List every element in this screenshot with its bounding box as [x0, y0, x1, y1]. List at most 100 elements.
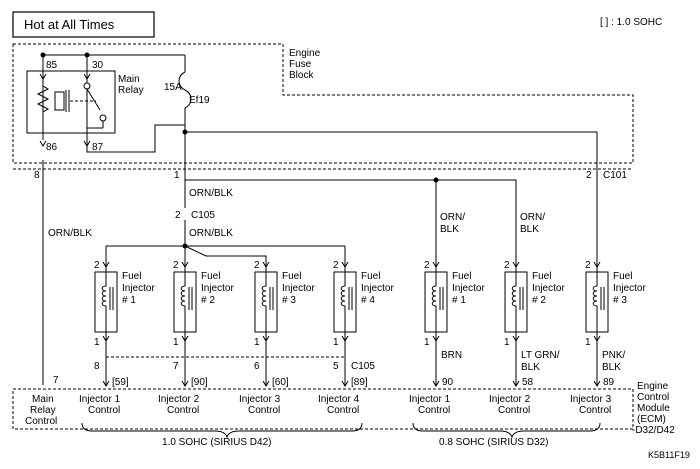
injector-coil [431, 272, 437, 332]
c105-pin-2: 2 [175, 210, 181, 221]
diagram-title: Hot at All Times [24, 17, 115, 32]
main-relay-label-1: Main [118, 74, 140, 85]
injector-label-1: Fuel [282, 271, 301, 282]
ecm-injector-control-label-1: Injector 2 [489, 394, 531, 405]
fuse-block-label-3: Block [289, 70, 314, 81]
ecm-label-3: Module [637, 403, 670, 414]
injector-label-1: Fuel [613, 271, 632, 282]
d32-group-label: 0.8 SOHC (SIRIUS D32) [439, 437, 548, 448]
fuse-id: Ef19 [189, 95, 210, 106]
ecm-relay-label-1: Main [32, 394, 54, 405]
injector-coil [592, 272, 598, 332]
c105-pin: 7 [173, 361, 179, 372]
ecm-pin: [59] [112, 377, 129, 388]
injector-label-1: Fuel [122, 271, 141, 282]
c105-wire-color: ORN/BLK [189, 228, 233, 239]
c105-pin: 6 [254, 361, 260, 372]
ecm-pin: 89 [603, 377, 615, 388]
injector-label-2: Injector [532, 283, 565, 294]
c101-pin-1: 1 [174, 170, 180, 181]
ecm-injector-control-label-1: Injector 4 [318, 394, 360, 405]
injector-label-3: # 3 [613, 295, 627, 306]
injector-label-1: Fuel [201, 271, 220, 282]
main-relay-label-2: Relay [118, 85, 144, 96]
d32-group-brace [412, 422, 601, 439]
d32-inj1-wire-color-1: ORN/ [440, 212, 465, 223]
injector-label-3: # 2 [532, 295, 546, 306]
injector-coil [511, 272, 517, 332]
injector-wire-color-1: LT GRN/ [521, 350, 560, 361]
main-feed-wire-color: ORN/BLK [189, 188, 233, 199]
fuse-ef19-symbol [178, 55, 192, 165]
ecm-relay-pin: 7 [53, 375, 59, 386]
injector-bottom-pin: 1 [585, 337, 591, 348]
fuse-block-label-1: Engine [289, 48, 321, 59]
ecm-injector-control-label-1: Injector 2 [158, 394, 200, 405]
ecm-injector-control-label-1: Injector 1 [79, 394, 121, 405]
injector-label-2: Injector [282, 283, 315, 294]
relay-pin-30: 30 [92, 60, 104, 71]
d32-inj2-wire-color-2: BLK [520, 224, 539, 235]
main-relay-body [26, 70, 116, 134]
relay-pin-85: 85 [46, 60, 58, 71]
injector-bottom-pin: 1 [254, 337, 260, 348]
injector-bottom-pin: 1 [94, 337, 100, 348]
d32-injector-feed-wires [185, 179, 517, 262]
injector-label-3: # 1 [452, 295, 466, 306]
d42-group-label: 1.0 SOHC (SIRIUS D42) [162, 437, 271, 448]
main-relay-wire-color: ORN/BLK [48, 228, 92, 239]
ecm-label-1: Engine [637, 381, 669, 392]
relay-pin-86: 86 [46, 142, 58, 153]
d42-group-brace [81, 422, 363, 439]
injector-label-1: Fuel [452, 271, 471, 282]
injector-top-pin: 2 [94, 260, 100, 271]
injector-label-3: # 2 [201, 295, 215, 306]
c101-pin-2: 2 [586, 170, 592, 181]
d32-inj1-wire-color-2: BLK [440, 224, 459, 235]
injector-top-pin: 2 [424, 260, 430, 271]
injector-coil [180, 272, 186, 332]
injector-bottom-pin: 1 [333, 337, 339, 348]
ecm-relay-label-2: Relay [30, 405, 56, 416]
c105-bottom-label: C105 [351, 361, 375, 372]
injector-top-pin: 2 [504, 260, 510, 271]
d32-inj2-wire-color-1: ORN/ [520, 212, 545, 223]
injector-bottom-pin: 1 [173, 337, 179, 348]
injector-label-2: Injector [361, 283, 394, 294]
injector-top-pin: 2 [254, 260, 260, 271]
relay-pin-87: 87 [92, 142, 104, 153]
fuse-block-label-2: Fuse [289, 59, 312, 70]
injector-wire-color-2: BLK [602, 362, 621, 373]
ecm-injector-control-label-2: Control [498, 405, 530, 416]
injector-wire-color-1: BRN [441, 350, 462, 361]
c101-pin-8: 8 [34, 170, 40, 181]
ecm-injector-control-label-1: Injector 1 [409, 394, 451, 405]
main-relay-internals [36, 52, 185, 147]
ecm-label-4: (ECM) [637, 414, 666, 425]
injector-coil [261, 272, 267, 332]
injector-top-pin: 2 [585, 260, 591, 271]
ecm-injector-control-label-2: Control [327, 405, 359, 416]
ecm-injector-control-label-2: Control [248, 405, 280, 416]
legend-note: [ ] : 1.0 SOHC [600, 17, 662, 28]
figure-id: K5B11F19 [648, 450, 690, 460]
ecm-pin: [89] [351, 377, 368, 388]
injector-coil [101, 272, 107, 332]
ecm-label-5: -D32/D42 [632, 425, 675, 436]
injector-label-3: # 3 [282, 295, 296, 306]
injector-bottom-pin: 1 [504, 337, 510, 348]
ecm-pin: 58 [522, 377, 534, 388]
ecm-injector-control-label-1: Injector 3 [570, 394, 612, 405]
c105-pin: 8 [94, 361, 100, 372]
injector-label-2: Injector [122, 283, 155, 294]
ecm-injector-control-label-2: Control [579, 405, 611, 416]
ecm-injector-control-label-2: Control [167, 405, 199, 416]
ecm-pin: [90] [191, 377, 208, 388]
d32-feed-wire [185, 131, 598, 165]
